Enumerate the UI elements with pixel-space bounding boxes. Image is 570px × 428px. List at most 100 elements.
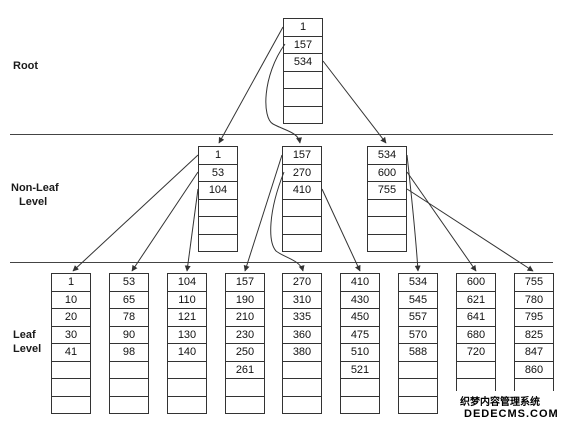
key-cell: 795 [514, 308, 554, 327]
key-cell: 510 [340, 343, 380, 362]
key-cell: 104 [167, 273, 207, 292]
empty-slot [282, 216, 322, 235]
empty-slot [340, 378, 380, 397]
key-cell: 90 [109, 325, 149, 344]
empty-slot [225, 395, 265, 414]
key-cell: 600 [456, 273, 496, 292]
key-cell: 825 [514, 325, 554, 344]
key-cell: 98 [109, 343, 149, 362]
empty-slot [367, 198, 407, 217]
link-nl3-755 [406, 188, 534, 272]
key-cell: 310 [282, 290, 322, 309]
key-cell: 545 [398, 290, 438, 309]
empty-slot [282, 395, 322, 414]
root-level-label: Root [13, 60, 39, 72]
empty-slot [340, 395, 380, 414]
key-cell: 157 [225, 273, 265, 292]
empty-slot [367, 216, 407, 235]
key-cell: 755 [367, 181, 407, 200]
link-root-1 [218, 26, 284, 144]
key-cell: 65 [109, 290, 149, 309]
empty-slot [283, 105, 323, 124]
key-cell: 534 [283, 53, 323, 72]
key-cell: 847 [514, 343, 554, 362]
empty-slot [198, 198, 238, 217]
key-cell: 1 [283, 18, 323, 37]
key-cell: 410 [340, 273, 380, 292]
leaf-level-label-line1: Leaf [13, 329, 36, 341]
key-cell: 157 [282, 146, 322, 165]
link-nl3-600 [406, 171, 477, 272]
empty-slot [282, 378, 322, 397]
key-cell: 53 [198, 163, 238, 182]
empty-slot [283, 88, 323, 107]
empty-slot [198, 216, 238, 235]
key-cell: 410 [282, 181, 322, 200]
key-cell: 270 [282, 273, 322, 292]
empty-slot [51, 360, 91, 379]
empty-slot [167, 378, 207, 397]
empty-slot [282, 360, 322, 379]
empty-slot [51, 395, 91, 414]
key-cell: 230 [225, 325, 265, 344]
key-cell: 78 [109, 308, 149, 327]
key-cell: 53 [109, 273, 149, 292]
nonleaf-level-label-line1: Non-Leaf [11, 182, 59, 194]
key-cell: 335 [282, 308, 322, 327]
empty-slot [398, 378, 438, 397]
watermark-domain: DEDECMS.COM [464, 408, 559, 420]
key-cell: 588 [398, 343, 438, 362]
root-nonleaf-divider [10, 134, 553, 135]
empty-slot [167, 395, 207, 414]
key-cell: 190 [225, 290, 265, 309]
key-cell: 450 [340, 308, 380, 327]
empty-slot [282, 198, 322, 217]
key-cell: 104 [198, 181, 238, 200]
empty-slot [109, 378, 149, 397]
key-cell: 261 [225, 360, 265, 379]
empty-slot [282, 233, 322, 252]
link-nl1-1 [72, 154, 199, 272]
link-nl2-410 [321, 188, 361, 272]
key-cell: 10 [51, 290, 91, 309]
empty-slot [225, 378, 265, 397]
key-cell: 780 [514, 290, 554, 309]
key-cell: 621 [456, 290, 496, 309]
link-nl1-53 [131, 171, 199, 272]
empty-slot [456, 360, 496, 379]
key-cell: 210 [225, 308, 265, 327]
key-cell: 130 [167, 325, 207, 344]
leaf-level-label-line2: Level [13, 343, 42, 355]
key-cell: 30 [51, 325, 91, 344]
key-cell: 121 [167, 308, 207, 327]
key-cell: 720 [456, 343, 496, 362]
key-cell: 20 [51, 308, 91, 327]
key-cell: 570 [398, 325, 438, 344]
key-cell: 380 [282, 343, 322, 362]
empty-slot [398, 395, 438, 414]
key-cell: 140 [167, 343, 207, 362]
empty-slot [109, 395, 149, 414]
key-cell: 1 [51, 273, 91, 292]
nonleaf-level-label-line2: Level [19, 196, 48, 208]
key-cell: 110 [167, 290, 207, 309]
key-cell: 270 [282, 163, 322, 182]
key-cell: 250 [225, 343, 265, 362]
watermark-title: 织梦内容管理系统 [460, 397, 540, 408]
key-cell: 534 [398, 273, 438, 292]
nonleaf-leaf-divider [10, 262, 553, 263]
key-cell: 534 [367, 146, 407, 165]
key-cell: 430 [340, 290, 380, 309]
empty-slot [283, 70, 323, 89]
